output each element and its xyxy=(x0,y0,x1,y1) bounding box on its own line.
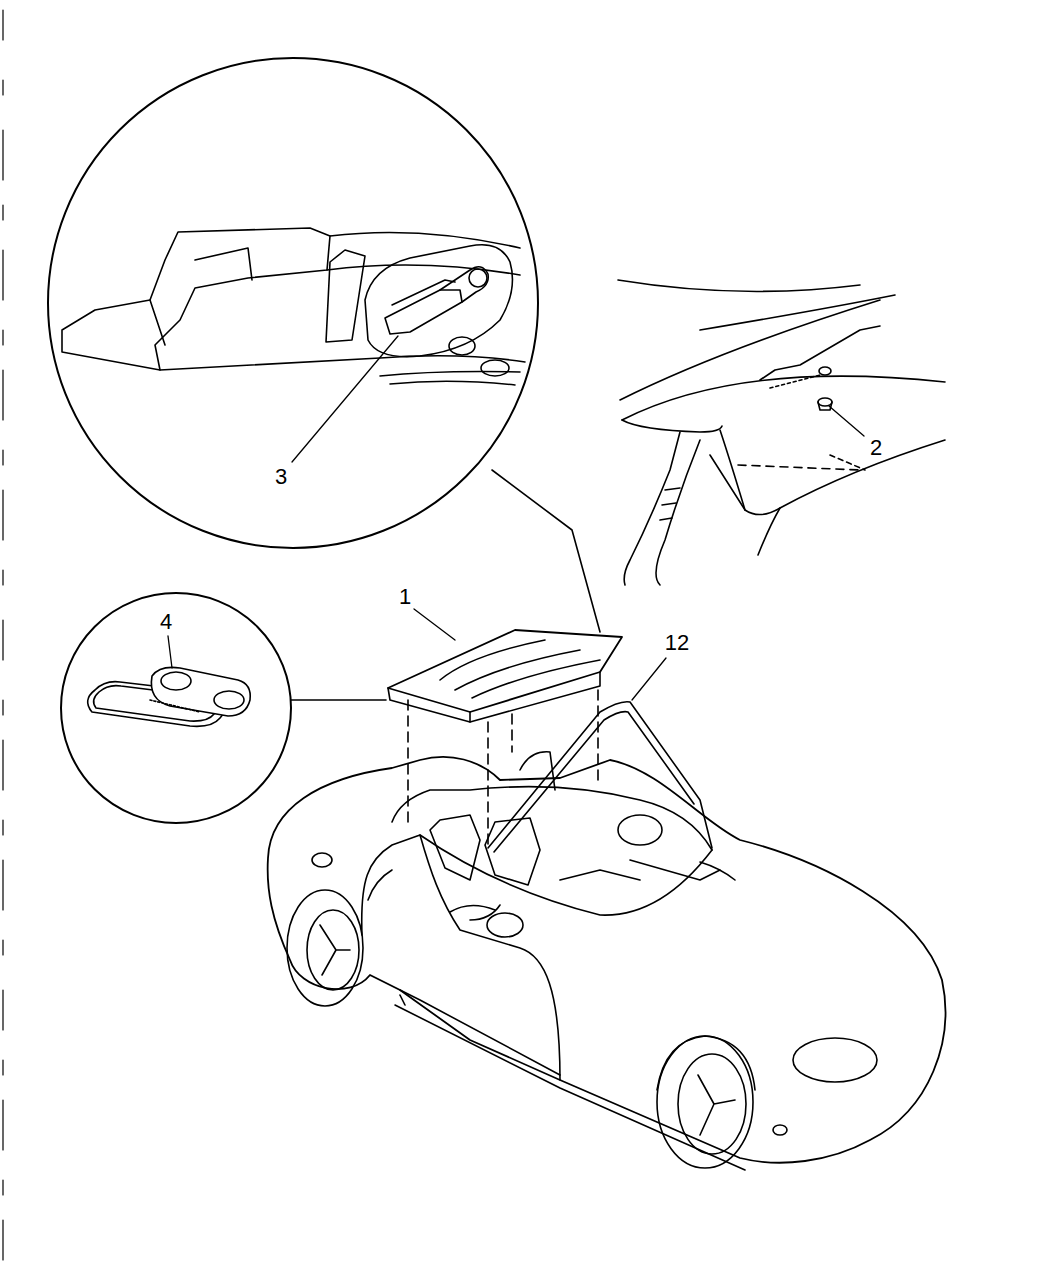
callout-anchor: 12 xyxy=(663,631,691,655)
callout-anchor: 3 xyxy=(273,465,289,489)
callout-number: 1 xyxy=(397,584,413,609)
callout-anchor: 1 xyxy=(397,585,413,609)
hardtop xyxy=(388,630,622,722)
callout-number: 4 xyxy=(158,609,174,634)
leader-lines xyxy=(168,336,864,700)
callout-number: 2 xyxy=(868,435,884,460)
callout-anchor: 4 xyxy=(158,610,174,634)
latch-detail xyxy=(48,58,600,632)
gasket-detail xyxy=(61,593,386,823)
callout-number: 3 xyxy=(273,464,289,489)
callout-anchor: 2 xyxy=(868,436,884,460)
scan-marks xyxy=(2,10,3,1260)
car-illustration xyxy=(268,690,946,1170)
callout-number: 12 xyxy=(663,630,691,655)
hardtop-edge-detail xyxy=(618,280,945,585)
